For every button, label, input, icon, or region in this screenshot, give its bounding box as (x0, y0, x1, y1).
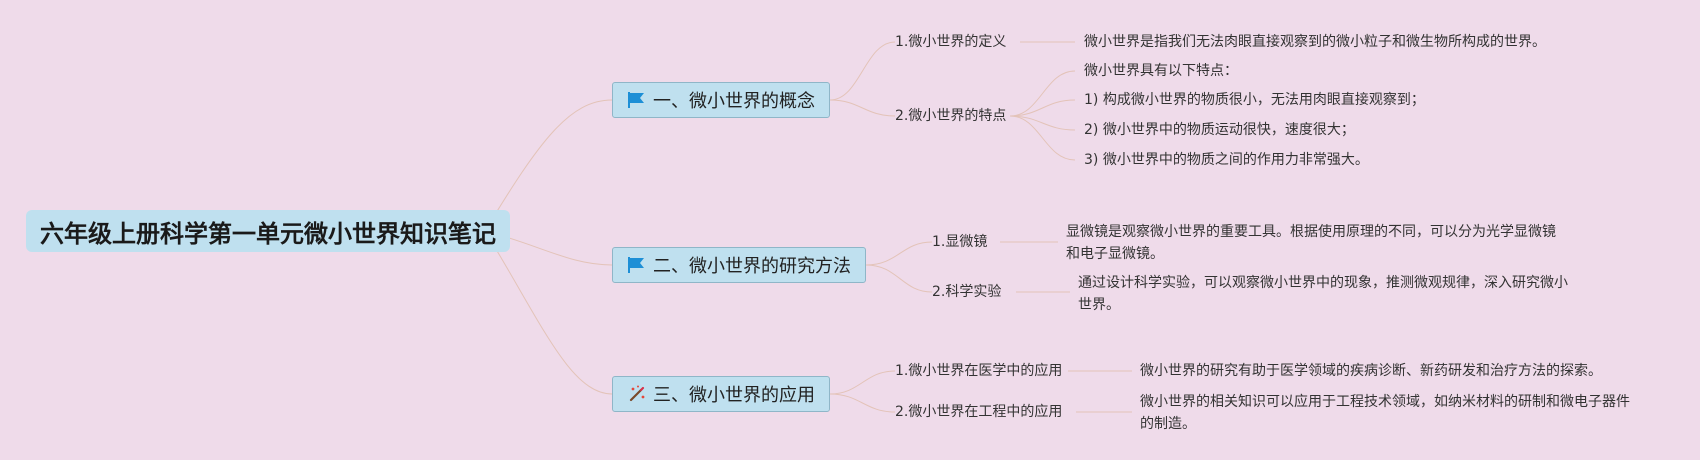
connector-line (829, 99, 896, 117)
connector-line (829, 393, 896, 413)
branch-label: 三、微小世界的应用 (653, 385, 815, 406)
root-topic[interactable]: 六年级上册科学第一单元微小世界知识笔记 (26, 210, 510, 252)
branch-concept[interactable]: 一、微小世界的概念 (612, 82, 830, 118)
connector-line (829, 41, 896, 101)
subtopic-experiments[interactable]: 2.科学实验 (932, 284, 1002, 300)
leaf-engineering-text: 微小世界的相关知识可以应用于工程技术领域，如纳米材料的研制和微电子器件的制造。 (1140, 394, 1630, 432)
subtopic-features[interactable]: 2.微小世界的特点 (895, 108, 1007, 124)
leaf-feature-3: 3) 微小世界中的物质之间的作用力非常强大。 (1084, 152, 1369, 168)
leaf-experiments-text: 通过设计科学实验，可以观察微小世界中的现象，推测微观规律，深入研究微小世界。 (1078, 275, 1568, 313)
subtopic-medicine[interactable]: 1.微小世界在医学中的应用 (895, 363, 1063, 379)
leaf-medicine-text: 微小世界的研究有助于医学领域的疾病诊断、新药研发和治疗方法的探索。 (1140, 363, 1602, 379)
leaf-features-intro: 微小世界具有以下特点： (1084, 63, 1238, 79)
branch-label: 一、微小世界的概念 (653, 91, 815, 112)
connector-line (865, 241, 933, 266)
connector-line (829, 370, 896, 395)
connector-line (1009, 70, 1076, 117)
subtopic-definition[interactable]: 1.微小世界的定义 (895, 34, 1007, 50)
connector-line (865, 264, 933, 293)
branch-research-methods[interactable]: 二、微小世界的研究方法 (612, 247, 866, 283)
blue-flag-icon (627, 255, 647, 275)
branch-applications[interactable]: 三、微小世界的应用 (612, 376, 830, 412)
blue-flag-icon (627, 90, 647, 110)
leaf-feature-1: 1) 构成微小世界的物质很小，无法用肉眼直接观察到； (1084, 92, 1425, 108)
connector-line (484, 99, 613, 232)
branch-label: 二、微小世界的研究方法 (653, 256, 851, 277)
connector-line (1009, 115, 1076, 131)
leaf-definition-text: 微小世界是指我们无法肉眼直接观察到的微小粒子和微生物所构成的世界。 (1084, 34, 1546, 50)
subtopic-microscope[interactable]: 1.显微镜 (932, 234, 988, 250)
leaf-microscope-text: 显微镜是观察微小世界的重要工具。根据使用原理的不同，可以分为光学显微镜和电子显微… (1066, 224, 1556, 262)
subtopic-engineering[interactable]: 2.微小世界在工程中的应用 (895, 404, 1063, 420)
magic-wand-icon (627, 384, 647, 404)
connector-line (484, 230, 613, 395)
leaf-feature-2: 2) 微小世界中的物质运动很快，速度很大； (1084, 122, 1355, 138)
connector-line (1009, 99, 1076, 117)
connector-line (1009, 115, 1076, 161)
